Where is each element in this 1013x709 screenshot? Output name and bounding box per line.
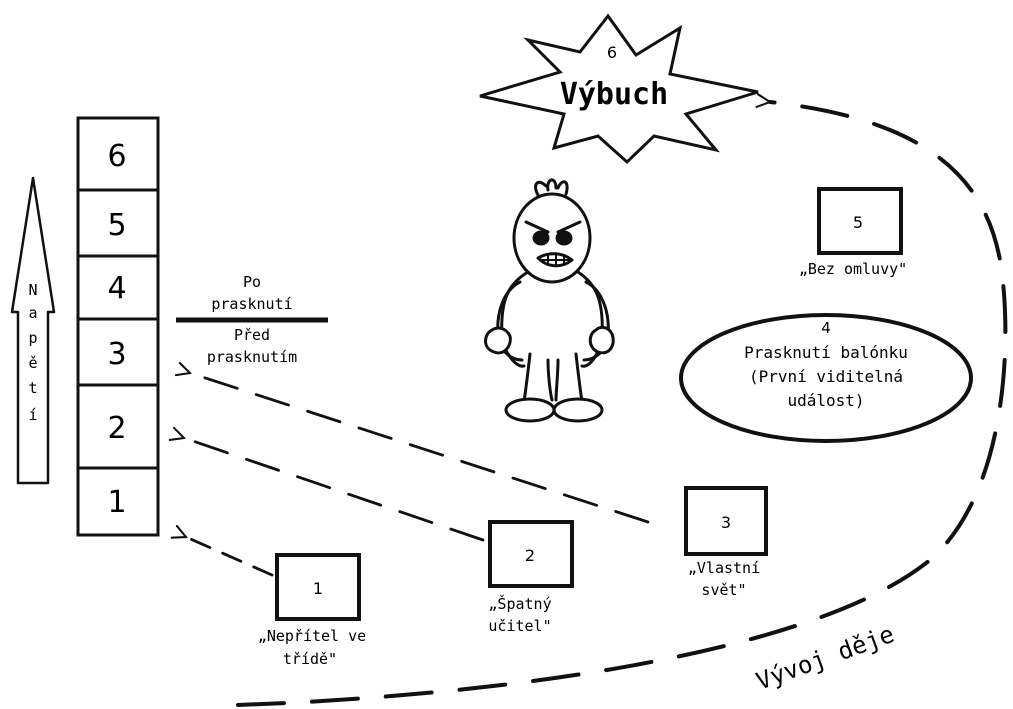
event-box-3: 3 „Vlastní svět" (684, 486, 768, 599)
explosion-burst: 6 Výbuch (479, 13, 759, 165)
story-flow-curve (236, 102, 1008, 707)
event-box-2: 2 „Špatný učitel" (488, 520, 574, 635)
tension-letter: í (28, 406, 37, 424)
arrow-event3-to-level3 (190, 373, 650, 524)
level-arrows (184, 373, 650, 577)
event-caption-line2: učitel" (488, 617, 551, 635)
level-label-6: 6 (107, 139, 126, 174)
level-labels: 6 5 4 3 2 1 (107, 139, 126, 520)
event-number: 1 (313, 579, 323, 598)
event-caption-line1: „Bez omluvy" (799, 260, 907, 278)
level-label-1: 1 (107, 485, 126, 520)
event-caption-line1: „Špatný (488, 594, 551, 613)
event-number: 3 (721, 513, 731, 532)
level-label-5: 5 (107, 208, 126, 243)
arrow-event2-to-level2 (184, 438, 485, 542)
tension-letter: N (28, 281, 37, 299)
arrow-event1-to-level1 (186, 537, 274, 577)
tension-arrow: N a p ě t í (10, 176, 56, 485)
angry-figure (484, 178, 615, 423)
balloon-line1: Prasknutí balónku (744, 343, 908, 362)
balloon-line2: (První viditelná (749, 367, 903, 386)
tension-letter: t (28, 379, 37, 397)
level-label-4: 4 (107, 271, 126, 306)
burst-divider: Po prasknutí Před prasknutím (176, 273, 328, 366)
event-caption-line1: „Nepřítel ve (258, 627, 366, 645)
event-caption-line2: svět" (701, 581, 746, 599)
after-burst-label-line2: prasknutí (211, 295, 292, 313)
event-box-5: 5 „Bez omluvy" (799, 187, 907, 278)
level-label-3: 3 (107, 337, 126, 372)
before-burst-label-line2: prasknutím (207, 348, 297, 366)
balloon-number: 4 (821, 319, 831, 337)
before-burst-label-line1: Před (234, 326, 270, 344)
event-number: 5 (853, 213, 863, 232)
explosion-label: Výbuch (560, 77, 668, 112)
event-caption-line2: třídě" (283, 650, 337, 668)
level-stack (76, 116, 160, 537)
level-label-2: 2 (107, 411, 126, 446)
event-caption-line1: „Vlastní (688, 559, 760, 577)
tension-letter: a (28, 304, 37, 322)
balloon-line3: událost) (787, 391, 864, 410)
tension-letter: p (28, 329, 37, 347)
event-number: 2 (525, 546, 535, 565)
balloon-burst-event: 4 Prasknutí balónku (První viditelná udá… (679, 313, 973, 443)
explosion-number: 6 (607, 43, 617, 62)
after-burst-label-line1: Po (243, 273, 261, 291)
event-box-1: 1 „Nepřítel ve třídě" (258, 553, 366, 668)
tension-letter: ě (28, 354, 37, 372)
